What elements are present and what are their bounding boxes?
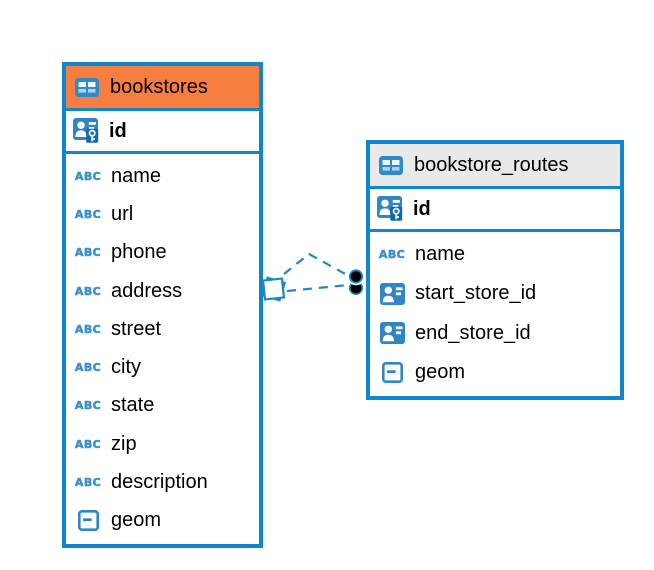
text-type-icon: ABC bbox=[74, 246, 102, 260]
reference-type-icon bbox=[378, 282, 406, 305]
column-row-state[interactable]: ABC state bbox=[66, 387, 259, 425]
column-row-name[interactable]: ABC name bbox=[66, 157, 259, 195]
column-row-phone[interactable]: ABC phone bbox=[66, 234, 259, 272]
geometry-type-icon bbox=[74, 510, 102, 532]
table-name: bookstore_routes bbox=[414, 153, 569, 176]
column-row-address[interactable]: ABC address bbox=[66, 272, 259, 310]
table-bookstores[interactable]: bookstores id ABC name ABC url ABC phone… bbox=[62, 62, 263, 548]
text-type-icon: ABC bbox=[74, 207, 102, 222]
table-bookstore-routes-header[interactable]: bookstore_routes bbox=[370, 144, 620, 186]
reference-type-icon bbox=[378, 322, 406, 345]
column-name: phone bbox=[111, 241, 167, 264]
column-name: geom bbox=[111, 509, 162, 532]
table-icon bbox=[73, 77, 101, 97]
column-name: description bbox=[111, 471, 208, 494]
primary-key-icon bbox=[72, 118, 100, 144]
column-name: zip bbox=[111, 432, 137, 455]
table-bookstore-routes[interactable]: bookstore_routes id ABC name start_store… bbox=[366, 140, 624, 400]
column-name: street bbox=[111, 317, 162, 340]
column-row-id[interactable]: id bbox=[66, 108, 259, 154]
text-type-icon: ABC bbox=[74, 284, 102, 298]
column-list: ABC name ABC url ABC phone ABC address A… bbox=[66, 154, 259, 544]
column-row-geom[interactable]: geom bbox=[66, 502, 259, 540]
relationship-line[interactable] bbox=[283, 252, 350, 277]
column-name: start_store_id bbox=[415, 282, 537, 305]
geometry-type-icon bbox=[378, 361, 406, 383]
column-name: name bbox=[111, 164, 162, 187]
table-bookstores-header[interactable]: bookstores bbox=[66, 66, 259, 108]
column-row-id[interactable]: id bbox=[370, 186, 620, 232]
column-name: id bbox=[109, 119, 127, 142]
column-row-city[interactable]: ABC city bbox=[66, 348, 259, 386]
column-name: address bbox=[111, 279, 183, 302]
column-name: name bbox=[415, 243, 466, 266]
column-row-end-store-id[interactable]: end_store_id bbox=[370, 314, 620, 353]
column-row-start-store-id[interactable]: start_store_id bbox=[370, 274, 620, 313]
relationship-dot-end[interactable] bbox=[347, 267, 365, 295]
table-icon bbox=[377, 155, 405, 175]
column-name: state bbox=[111, 394, 155, 417]
relationship-line[interactable] bbox=[286, 283, 349, 293]
column-row-url[interactable]: ABC url bbox=[66, 195, 259, 233]
column-row-name[interactable]: ABC name bbox=[370, 235, 620, 274]
column-row-street[interactable]: ABC street bbox=[66, 310, 259, 348]
text-type-icon: ABC bbox=[74, 476, 102, 490]
column-row-geom[interactable]: geom bbox=[370, 353, 620, 392]
column-name: geom bbox=[415, 360, 466, 383]
relationship-diamond-end[interactable] bbox=[260, 276, 287, 302]
column-name: end_store_id bbox=[415, 321, 531, 344]
text-type-icon: ABC bbox=[378, 248, 406, 262]
primary-key-icon bbox=[376, 196, 404, 222]
text-type-icon: ABC bbox=[74, 399, 102, 413]
column-list: ABC name start_store_id end_store_id ge bbox=[370, 232, 620, 396]
column-row-description[interactable]: ABC description bbox=[66, 463, 259, 501]
text-type-icon: ABC bbox=[74, 169, 102, 183]
text-type-icon: ABC bbox=[74, 361, 102, 375]
text-type-icon: ABC bbox=[74, 322, 102, 337]
table-name: bookstores bbox=[110, 75, 208, 98]
column-name: city bbox=[111, 356, 141, 379]
text-type-icon: ABC bbox=[74, 437, 102, 451]
column-name: url bbox=[111, 202, 134, 225]
column-row-zip[interactable]: ABC zip bbox=[66, 425, 259, 463]
column-name: id bbox=[413, 197, 431, 220]
